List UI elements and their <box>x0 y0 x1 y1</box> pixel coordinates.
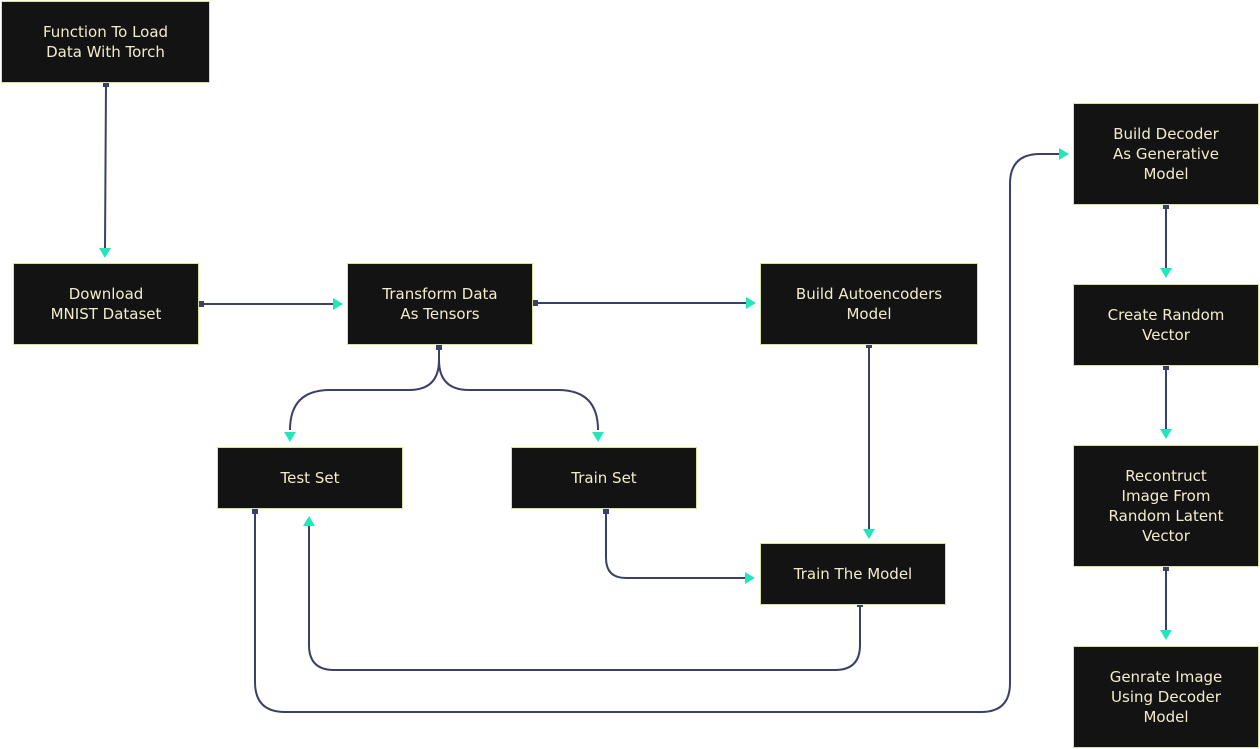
node-transform-data-as-tensors: Transform Data As Tensors <box>347 263 533 345</box>
node-label: Test Set <box>280 469 340 487</box>
node-train-the-model: Train The Model <box>760 543 946 605</box>
edge-download-to-transform <box>198 298 343 310</box>
node-label: Function To Load Data With Torch <box>42 23 169 61</box>
edge-build-decoder-to-random-vector <box>1160 203 1172 278</box>
node-reconstruct-image: Recontruct Image From Random Latent Vect… <box>1073 445 1259 567</box>
node-function-to-load-data: Function To Load Data With Torch <box>1 1 210 83</box>
edge-build-ae-to-train-model <box>863 342 875 539</box>
edge-load-to-download <box>99 81 111 258</box>
node-label: Train The Model <box>793 565 913 583</box>
node-label: Train Set <box>571 469 637 487</box>
node-label: Create Random Vector <box>1107 306 1225 344</box>
node-test-set: Test Set <box>217 447 403 509</box>
node-label: Build Decoder As Generative Model <box>1113 125 1219 183</box>
node-label: Build Autoencoders Model <box>795 285 943 323</box>
node-download-mnist-dataset: Download MNIST Dataset <box>13 263 199 345</box>
edge-random-vector-to-reconstruct <box>1160 364 1172 439</box>
edge-test-set-to-build-decoder <box>252 148 1069 713</box>
edge-transform-to-build-ae <box>532 297 756 309</box>
node-create-random-vector: Create Random Vector <box>1073 284 1259 366</box>
edge-train-set-to-train-model <box>603 508 755 584</box>
node-label: Genrate Image Using Decoder Model <box>1109 668 1223 726</box>
node-label: Download MNIST Dataset <box>50 285 162 323</box>
edge-transform-to-train-set <box>436 344 604 442</box>
node-label: Recontruct Image From Random Latent Vect… <box>1108 467 1224 545</box>
node-build-autoencoders-model: Build Autoencoders Model <box>760 263 978 345</box>
node-label: Transform Data As Tensors <box>382 285 498 323</box>
node-generate-image: Genrate Image Using Decoder Model <box>1073 646 1259 748</box>
edge-reconstruct-to-generate <box>1160 565 1172 640</box>
node-build-decoder: Build Decoder As Generative Model <box>1073 103 1259 205</box>
node-train-set: Train Set <box>511 447 697 509</box>
edge-transform-to-test-set <box>284 347 440 442</box>
